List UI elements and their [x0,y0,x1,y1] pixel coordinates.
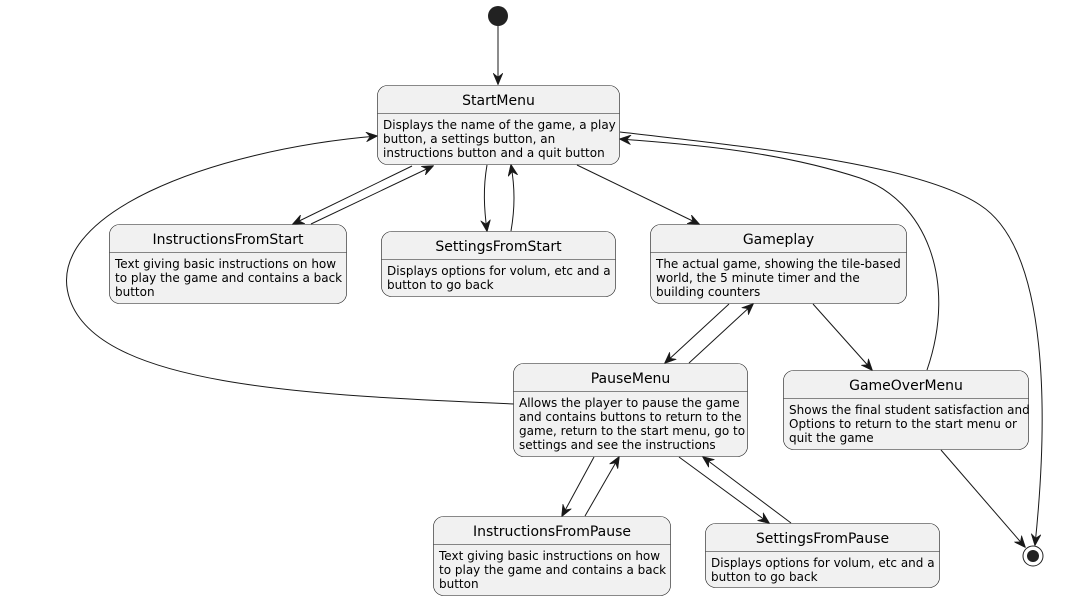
edge-pausemenu-to-instructionsfrompause [562,456,595,516]
edge-settingsfrompause-to-pausemenu [703,457,792,524]
edge-startmenu-to-settingsfromstart [484,164,487,231]
state-pausemenu-title: PauseMenu [591,371,671,387]
state-gameovermenu: GameOverMenu Shows the final student sat… [783,370,1030,450]
state-instructionsfrompause: InstructionsFromPause Text giving basic … [433,516,671,596]
state-pausemenu-desc-line: settings and see the instructions [519,438,716,452]
state-instructionsfrompause-desc-line: button [439,577,479,591]
state-settingsfromstart: SettingsFromStart Displays options for v… [381,231,616,297]
state-gameplay-desc-line: building counters [656,285,760,299]
edge-pausemenu-to-gameplay [688,304,753,364]
edge-gameplay-to-pausemenu [665,303,730,363]
state-settingsfrompause-title: SettingsFromPause [756,531,889,547]
state-settingsfromstart-desc-line: Displays options for volum, etc and a [387,264,611,278]
state-pausemenu-desc-line: game, return to the start menu, go to [519,424,745,438]
state-settingsfromstart-desc-line: button to go back [387,278,494,292]
edge-gameplay-to-gameovermenu [812,303,872,370]
final-state-marker [1022,545,1044,567]
edge-instructionsfromstart-to-startmenu [310,166,433,225]
edge-startmenu-to-gameplay [576,164,699,224]
edge-startmenu-to-instructionsfromstart [293,165,413,224]
state-gameplay-desc-line: world, the 5 minute timer and the [656,271,860,285]
state-gameplay-title: Gameplay [743,232,814,248]
state-instructionsfromstart-desc-line: Text giving basic instructions on how [114,257,336,271]
state-gameovermenu-desc-line: quit the game [789,431,874,445]
state-pausemenu-desc-line: Allows the player to pause the game [519,396,740,410]
state-instructionsfrompause-desc-line: Text giving basic instructions on how [438,549,660,563]
edge-settingsfromstart-to-startmenu [511,165,514,232]
state-pausemenu: PauseMenu Allows the player to pause the… [513,363,748,457]
state-settingsfrompause-desc-line: button to go back [711,570,818,584]
state-settingsfrompause-desc-line: Displays options for volum, etc and a [711,556,935,570]
state-instructionsfrompause-desc-line: to play the game and contains a back [439,563,666,577]
state-settingsfrompause: SettingsFromPause Displays options for v… [705,523,940,588]
edge-gameovermenu-to-final [940,449,1025,547]
state-startmenu: StartMenu Displays the name of the game,… [377,85,620,165]
edge-gameovermenu-to-startmenu [620,139,940,371]
state-gameplay-desc-line: The actual game, showing the tile-based [655,257,901,271]
state-startmenu-desc-line: Displays the name of the game, a play [383,118,616,132]
state-startmenu-desc-line: button, a settings button, an [383,132,555,146]
state-settingsfromstart-title: SettingsFromStart [435,239,562,255]
state-instructionsfromstart-title: InstructionsFromStart [152,232,304,248]
state-gameovermenu-desc-line: Options to return to the start menu or [789,417,1017,431]
state-instructionsfromstart: InstructionsFromStart Text giving basic … [109,224,347,304]
state-instructionsfrompause-title: InstructionsFromPause [473,524,631,540]
initial-state-marker [488,6,508,26]
edge-startmenu-to-final [619,131,1043,545]
edge-pausemenu-to-settingsfrompause [678,456,769,523]
state-gameovermenu-title: GameOverMenu [849,378,963,394]
state-startmenu-desc-line: instructions button and a quit button [383,146,605,160]
state-pausemenu-desc-line: and contains buttons to return to the [519,410,742,424]
state-instructionsfromstart-desc-line: button [115,285,155,299]
state-startmenu-title: StartMenu [462,93,535,109]
state-gameplay: Gameplay The actual game, showing the ti… [650,224,907,304]
edge-instructionsfrompause-to-pausemenu [584,457,619,517]
transitions [66,26,1043,547]
state-instructionsfromstart-desc-line: to play the game and contains a back [115,271,342,285]
state-gameovermenu-desc-line: Shows the final student satisfaction and [789,403,1030,417]
edge-pausemenu-to-startmenu [66,136,515,405]
